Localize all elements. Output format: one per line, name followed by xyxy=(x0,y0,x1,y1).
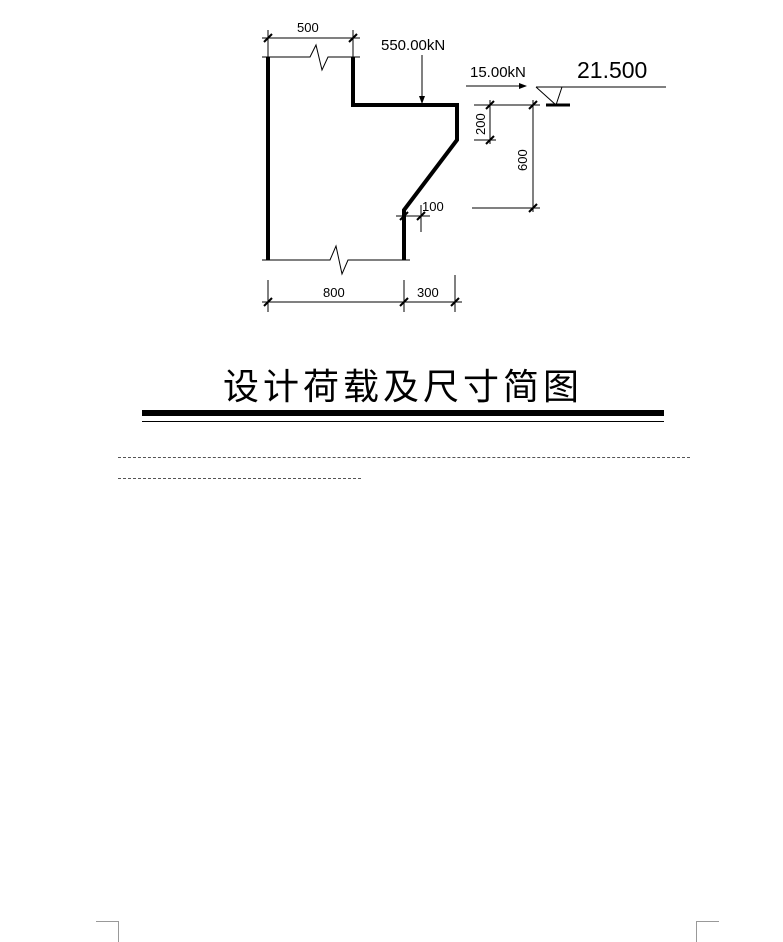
dimension-bottom xyxy=(262,275,462,312)
elevation-label: 21.500 xyxy=(577,57,647,83)
elevation-marker xyxy=(535,86,666,107)
dimension-top xyxy=(262,30,360,57)
dimension-right xyxy=(472,100,540,213)
figure-caption: 设计荷载及尺寸简图 xyxy=(222,367,583,408)
dim-label-top: 500 xyxy=(297,20,319,35)
corbel-outline xyxy=(266,57,459,260)
dim-label-200: 200 xyxy=(473,113,488,135)
dim-label-600: 600 xyxy=(515,149,530,171)
break-lines xyxy=(262,43,410,276)
vertical-load-label: 550.00kN xyxy=(381,37,445,54)
page-corner-mark-left xyxy=(96,921,119,942)
dim-label-100: 100 xyxy=(422,199,444,214)
dashed-separator-2 xyxy=(118,478,361,479)
page-corner-mark-right xyxy=(696,921,719,942)
dashed-separator-1 xyxy=(118,457,690,458)
dimension-offset xyxy=(396,205,430,232)
dim-label-300: 300 xyxy=(417,285,439,300)
caption-rule-thick xyxy=(142,410,664,416)
caption-rule-thin xyxy=(142,421,664,422)
dim-label-800: 800 xyxy=(323,285,345,300)
horizontal-load-label: 15.00kN xyxy=(470,64,526,81)
